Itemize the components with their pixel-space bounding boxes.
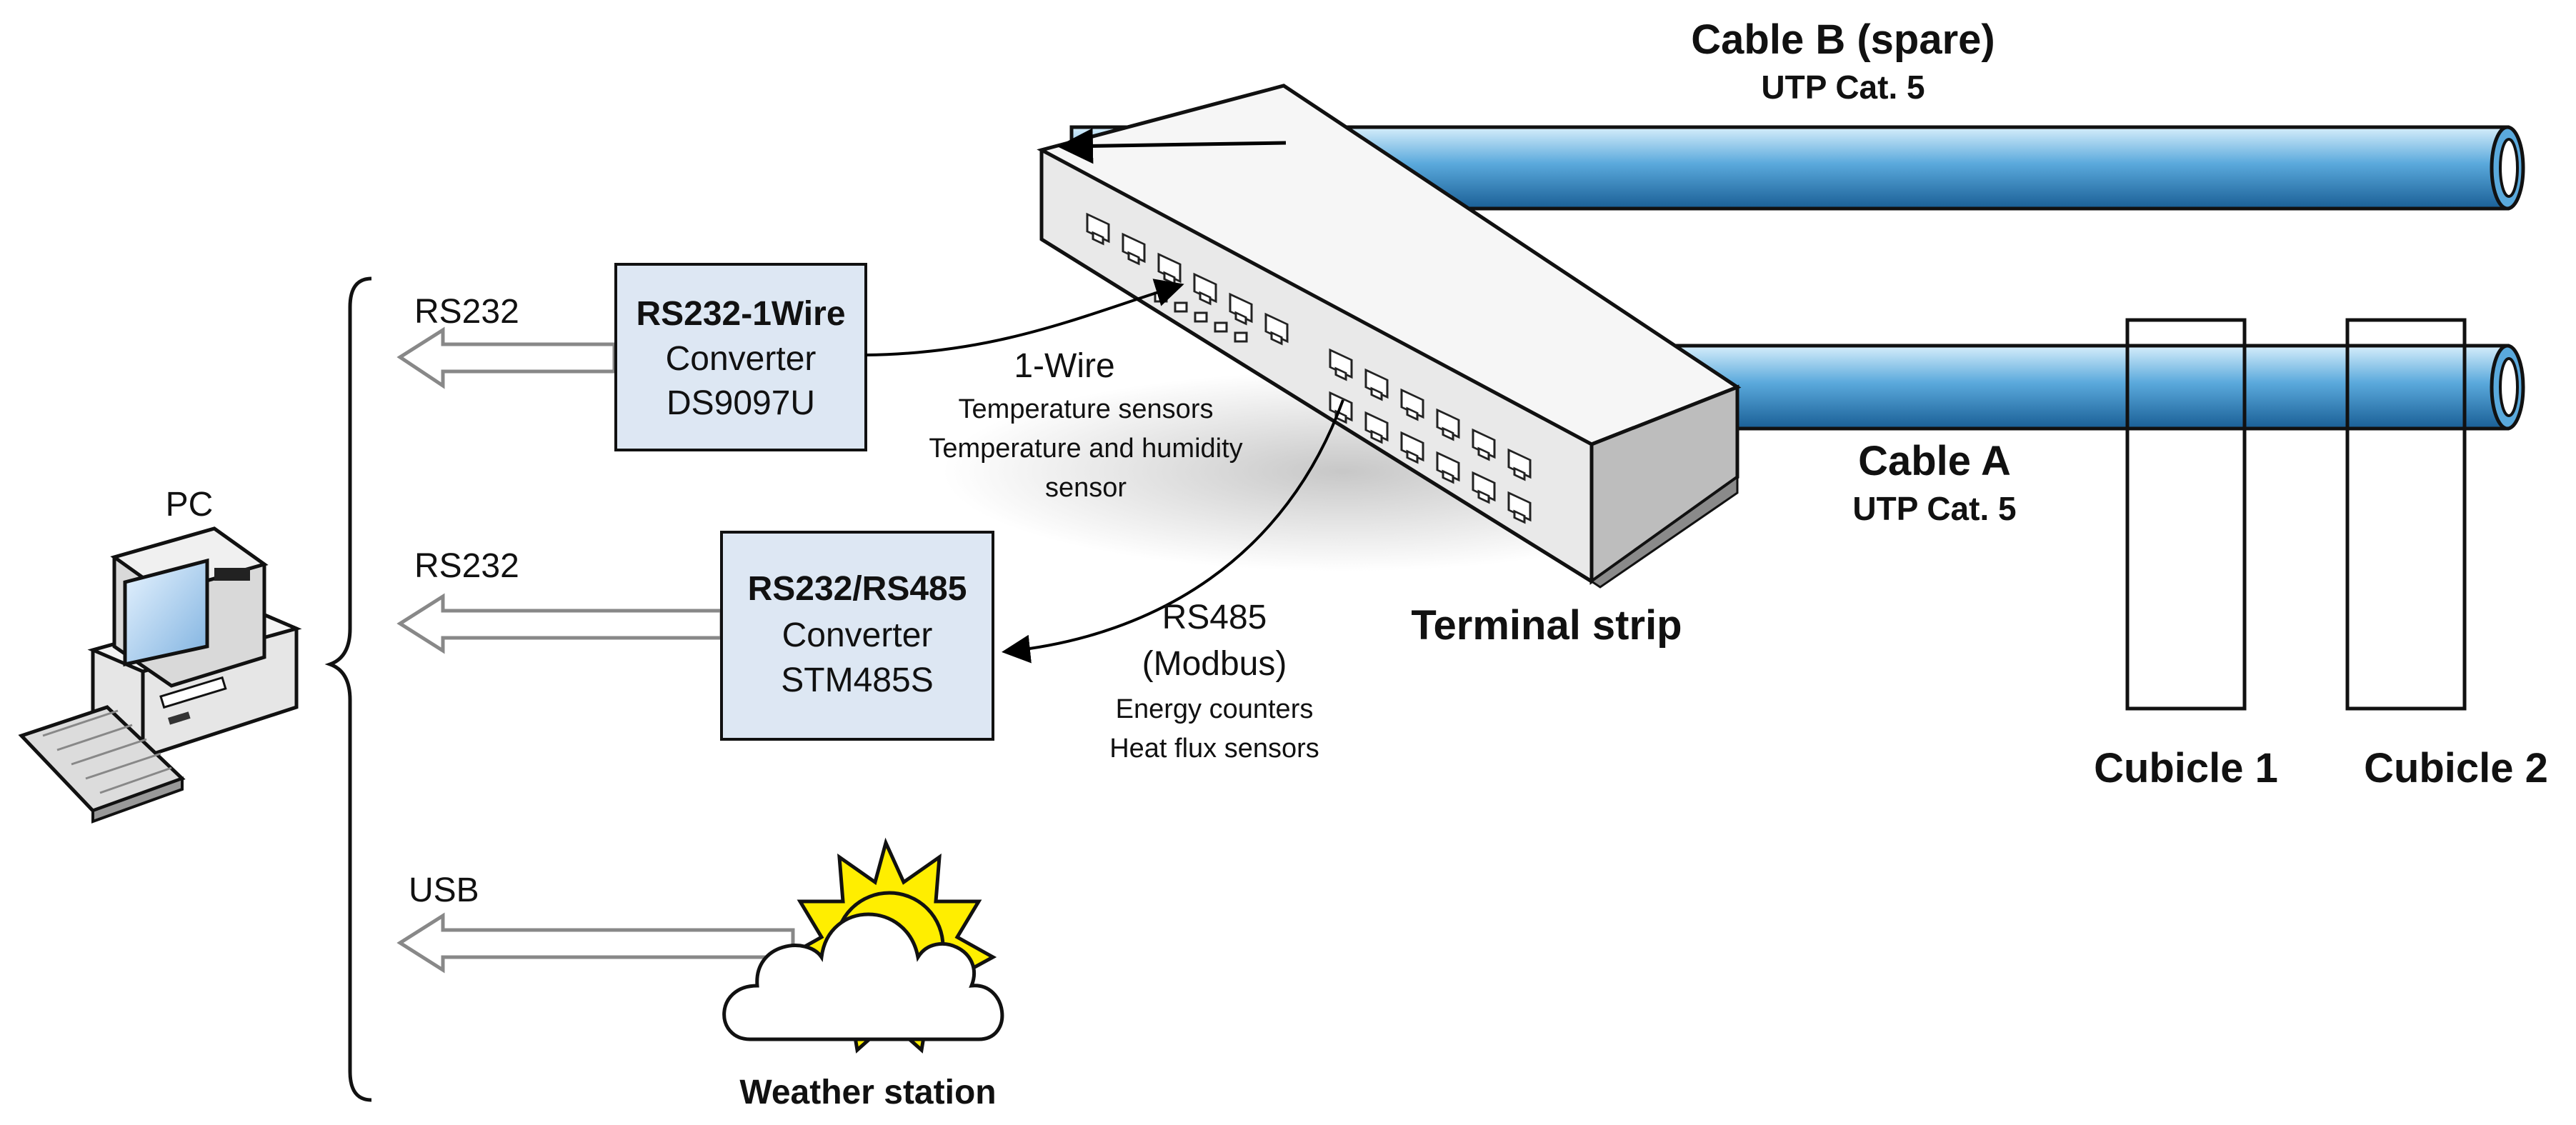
usb-label: USB: [409, 871, 479, 909]
arrow-usb: [396, 912, 795, 974]
converter1-line2: Converter: [666, 340, 817, 378]
converter2-line2: Converter: [782, 616, 933, 654]
rs485-title: RS485: [1162, 599, 1267, 636]
rs232-top-label: RS232: [414, 293, 519, 331]
1wire-line3: Temperature and humidity: [929, 434, 1242, 464]
1wire-connection: [865, 279, 1184, 356]
cubicle-1-label: Cubicle 1: [2094, 745, 2278, 791]
brace: [324, 276, 372, 1102]
converter1-line3: DS9097U: [667, 384, 815, 422]
cubicle-2-label: Cubicle 2: [2364, 745, 2548, 791]
rs485-line4: Heat flux sensors: [1109, 734, 1319, 764]
converter2-line3: STM485S: [781, 661, 933, 699]
1wire-line2: Temperature sensors: [959, 394, 1214, 424]
pc-label: PC: [166, 486, 214, 524]
cubicle-1-box: [2125, 318, 2247, 711]
rs232-mid-label: RS232: [414, 547, 519, 585]
rs485-line3: Energy counters: [1116, 694, 1314, 724]
converter1-title: RS232-1Wire: [636, 295, 845, 333]
1wire-line4: sensor: [1045, 473, 1127, 503]
cable-b-title: Cable B (spare): [1691, 16, 1995, 63]
cable-a-subtitle: UTP Cat. 5: [1852, 490, 2016, 527]
converter-rs232-rs485-box: [720, 531, 994, 741]
terminal-strip: [943, 84, 1743, 589]
cloud-icon: [722, 912, 1004, 1041]
converter2-title: RS232/RS485: [748, 570, 967, 608]
computer-icon: [18, 526, 302, 824]
arrow-rs232-top: [396, 326, 616, 389]
arrow-icon: [1057, 128, 1287, 164]
1wire-title: 1-Wire: [1014, 347, 1114, 385]
converter-rs232-1wire-box: [614, 263, 867, 451]
weather-station-label: Weather station: [739, 1074, 996, 1111]
rs485-connection: [1002, 399, 1344, 664]
cable-b-subtitle: UTP Cat. 5: [1761, 69, 1924, 106]
rs485-line2: (Modbus): [1142, 645, 1287, 683]
cubicle-2-box: [2345, 318, 2467, 711]
arrow-rs232-mid: [396, 593, 724, 654]
terminal-strip-label: Terminal strip: [1411, 602, 1682, 649]
cable-a: [1641, 344, 2525, 431]
cable-a-title: Cable A: [1858, 438, 2011, 484]
